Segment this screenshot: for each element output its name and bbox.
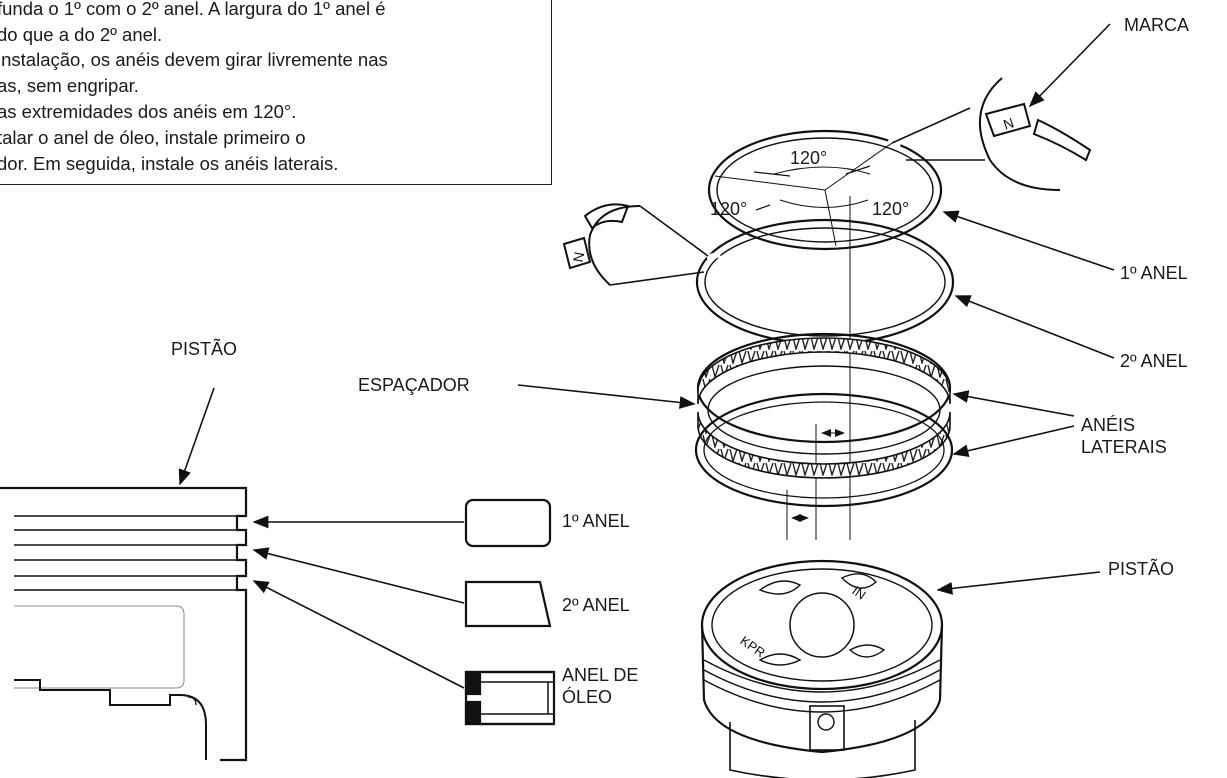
piston-kpr-mark: KPR — [737, 633, 768, 661]
first-ring — [707, 129, 943, 251]
label-first-ring: 1º ANEL — [1120, 263, 1188, 283]
piston-cross-section — [0, 486, 248, 762]
note-line-7: dor. Em seguida, instale os anéis latera… — [0, 153, 339, 174]
label-profile-second-ring: 2º ANEL — [562, 595, 630, 615]
label-piston-left: PISTÃO — [171, 339, 238, 359]
angle-label-left: 120° — [710, 199, 748, 219]
mark-detail-magnifier — [891, 77, 1092, 191]
label-oil-ring-line1: ANEL DE — [562, 665, 639, 685]
second-ring — [695, 218, 955, 346]
ring-mark-n-right: N — [1001, 114, 1016, 132]
label-oil-ring-line2: ÓLEO — [562, 687, 613, 707]
angle-label-right: 120° — [872, 199, 910, 219]
left-leader-lines — [178, 387, 465, 689]
piston-3d — [700, 559, 944, 778]
note-line-6: talar o anel de óleo, instale primeiro o — [0, 127, 306, 148]
ring-mark-n-left: N — [570, 251, 588, 264]
note-line-5: as extremidades dos anéis em 120°. — [0, 101, 297, 122]
second-ring-profile — [464, 580, 552, 628]
angle-guides — [714, 142, 893, 540]
angle-label-top: 120° — [790, 148, 828, 168]
first-ring-profile — [464, 498, 552, 548]
oil-ring-profile — [464, 670, 556, 726]
label-second-ring: 2º ANEL — [1120, 351, 1188, 371]
note-line-4: as, sem engripar. — [0, 75, 139, 96]
oil-ring-spacer — [697, 337, 951, 479]
instruction-note-box: funda o 1º com o 2º anel. A largura do 1… — [0, 0, 552, 185]
note-line-2: do que a do 2º anel. — [0, 24, 163, 45]
label-side-rails-line2: LATERAIS — [1081, 437, 1167, 457]
lower-side-rail — [694, 392, 954, 508]
second-ring-mark-magnifier — [562, 203, 709, 286]
label-profile-first-ring: 1º ANEL — [562, 511, 630, 531]
label-side-rails-line1: ANÉIS — [1081, 415, 1136, 435]
ring-profiles — [464, 498, 556, 726]
label-piston-right: PISTÃO — [1108, 559, 1175, 579]
note-line-1: funda o 1º com o 2º anel. A largura do 1… — [0, 0, 386, 19]
label-spacer: ESPAÇADOR — [358, 375, 470, 395]
label-marca: MARCA — [1124, 15, 1190, 35]
note-line-3: instalação, os anéis devem girar livreme… — [0, 49, 388, 70]
right-leader-lines — [517, 23, 1115, 595]
